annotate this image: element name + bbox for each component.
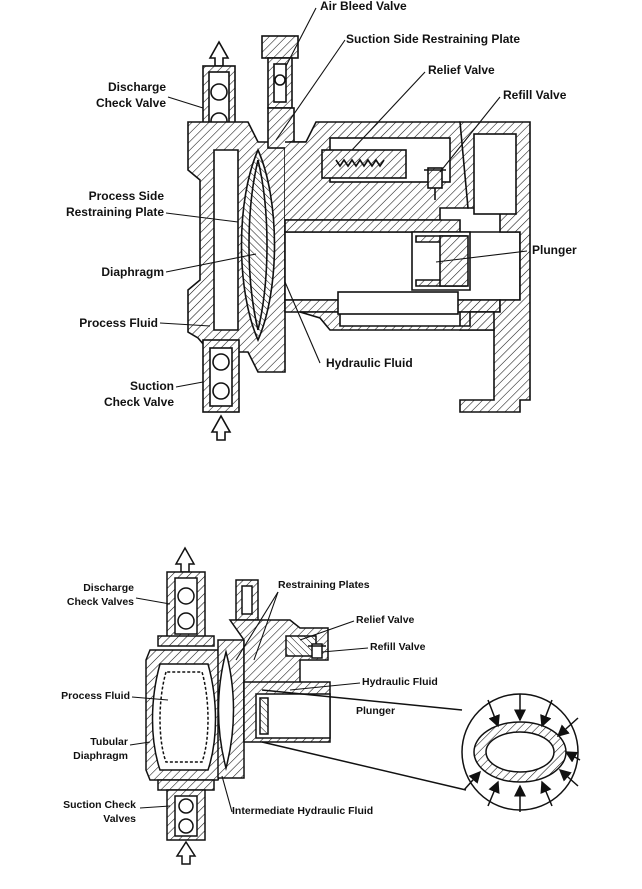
label-process-side-line1: Process Side xyxy=(88,189,164,203)
bottom-pump-cross-section xyxy=(145,546,331,865)
bottom-discharge-arrow xyxy=(174,546,196,573)
label-hydraulic-fluid-bottom: Hydraulic Fluid xyxy=(362,676,438,688)
label-discharge-line2: Check Valve xyxy=(95,95,166,110)
label-refill-valve-bottom: Refill Valve xyxy=(370,641,426,653)
label-process-fluid-top: Process Fluid xyxy=(79,316,158,330)
suction-flow-arrow xyxy=(210,414,232,441)
label-diaphragm-top: Diaphragm xyxy=(101,265,164,279)
suction-ball-2 xyxy=(212,382,230,400)
label-refill-valve-top: Refill Valve xyxy=(503,88,567,102)
discharge-flow-arrow xyxy=(208,40,230,67)
label-process-fluid-bottom: Process Fluid xyxy=(61,690,130,702)
label-suction-check-valves: Suction Check Valves xyxy=(30,799,136,826)
label-discharge-line1: Discharge xyxy=(107,80,166,94)
top-diaphragm xyxy=(240,148,276,342)
label-plunger-top: Plunger xyxy=(532,243,577,257)
label-process-side-line2: Restraining Plate xyxy=(65,204,164,219)
label-hydraulic-fluid-top: Hydraulic Fluid xyxy=(326,356,413,370)
label-discharge-valves-line2: Check Valves xyxy=(66,596,134,609)
label-suction-check-valve: Suction Check Valve xyxy=(70,380,174,408)
refill-valve xyxy=(427,167,443,189)
label-air-bleed-valve: Air Bleed Valve xyxy=(320,0,407,13)
label-suction-line2: Check Valve xyxy=(103,394,174,409)
discharge-ball-1 xyxy=(210,83,228,101)
label-process-side-restraining-plate: Process Side Restraining Plate xyxy=(40,190,164,218)
label-tubular-line1: Tubular xyxy=(90,736,128,748)
label-relief-valve-top: Relief Valve xyxy=(428,63,495,77)
label-suction-line1: Suction xyxy=(130,379,174,393)
suction-ball-1 xyxy=(212,353,230,371)
bottom-leader-lines xyxy=(129,591,369,813)
label-intermediate-hydraulic-fluid: Intermediate Hydraulic Fluid xyxy=(232,805,374,817)
top-pump-cross-section xyxy=(187,35,531,441)
label-plunger-bottom: Plunger xyxy=(356,705,396,717)
label-discharge-check-valves: Discharge Check Valves xyxy=(40,582,134,609)
label-suction-valves-line2: Valves xyxy=(103,813,136,826)
air-bleed-valve xyxy=(261,35,299,59)
top-leader-lines xyxy=(159,7,528,388)
label-suction-side-restraining-plate: Suction Side Restraining Plate xyxy=(346,32,521,46)
label-tubular-diaphragm: Tubular Diaphragm xyxy=(40,736,128,763)
diaphragm-cross-section-inset xyxy=(261,689,581,812)
label-discharge-valves-line1: Discharge xyxy=(83,582,134,594)
label-relief-valve-bottom: Relief Valve xyxy=(356,614,415,626)
bottom-suction-arrow xyxy=(175,840,197,865)
plunger-cylinder xyxy=(284,231,521,301)
label-restraining-plates: Restraining Plates xyxy=(278,579,370,591)
label-tubular-line2: Diaphragm xyxy=(73,750,128,763)
label-discharge-check-valve: Discharge Check Valve xyxy=(62,81,166,109)
label-suction-valves-line1: Suction Check xyxy=(63,799,136,811)
